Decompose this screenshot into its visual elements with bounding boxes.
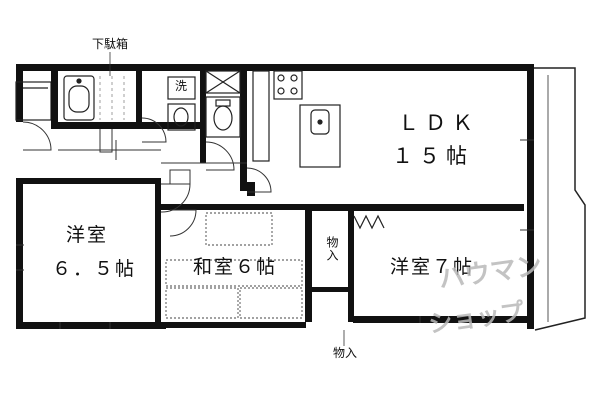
label-ldk: ＬＤＫ [398,111,479,135]
label-closet-lower: 物入 [333,346,358,360]
closet-fold-door [353,214,385,230]
kitchen [252,70,341,168]
bathtub [63,75,95,121]
windows [16,139,534,329]
tatami [165,212,303,319]
interior-walls [16,71,524,324]
label-room-right: 洋室７帖 [390,256,475,278]
wash-basin [167,103,196,131]
label-closet-upper: 物入 [325,236,339,262]
leader-lines [109,52,345,346]
doors [22,117,272,237]
balcony-outline [532,67,586,331]
toilet [205,70,241,138]
bath-floor [99,76,125,120]
label-shoe-cabinet: 下駄箱 [92,37,129,51]
label-room-left: 洋室 [66,224,109,246]
label-washer: 洗 [175,79,188,93]
label-ldk-size: １５帖 [392,144,473,168]
label-room-left-size: ６．５帖 [52,258,137,280]
hallway [58,149,247,185]
label-washitsu: 和室６帖 [193,256,278,278]
exterior-walls [16,64,534,329]
washer-space [167,76,196,100]
